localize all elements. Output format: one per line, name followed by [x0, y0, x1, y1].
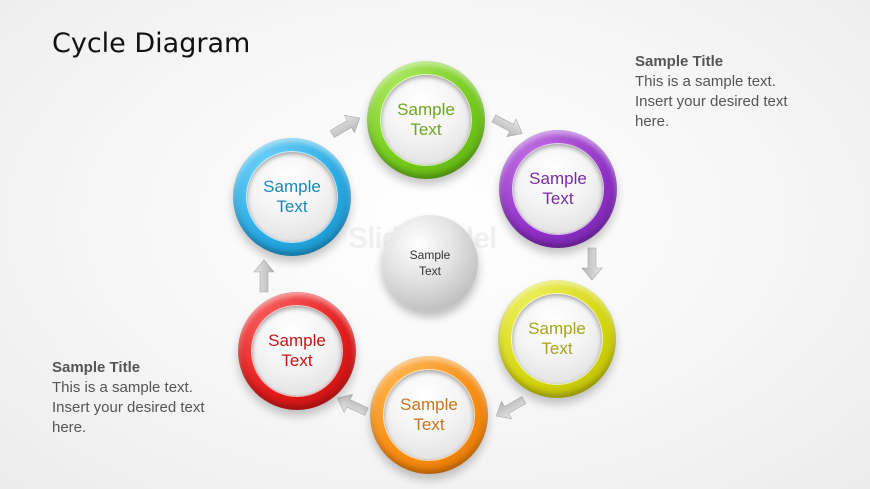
arrow-orange-to-red — [337, 393, 369, 416]
node-label: Sample Text — [528, 319, 586, 358]
cycle-node-green: Sample Text — [367, 61, 485, 179]
arrow-green-to-purple — [491, 114, 523, 138]
note-title: Sample Title — [52, 359, 141, 376]
note-top-right: Sample Title This is a sample text. Inse… — [635, 52, 810, 132]
node-label: Sample Text — [268, 331, 326, 370]
arrow-purple-to-yellow — [581, 247, 603, 281]
slide-title: Cycle Diagram — [52, 28, 251, 59]
note-body: This is a sample text. Insert your desir… — [635, 73, 788, 130]
note-body: This is a sample text. Insert your desir… — [52, 379, 205, 436]
node-label: Sample Text — [400, 395, 458, 434]
node-label: Sample Text — [263, 177, 321, 216]
cycle-node-purple: Sample Text — [499, 130, 617, 248]
cycle-node-yellow: Sample Text — [498, 280, 616, 398]
note-bottom-left: Sample Title This is a sample text. Inse… — [52, 358, 227, 438]
arrow-blue-to-green — [329, 114, 361, 138]
cycle-node-red: Sample Text — [238, 292, 356, 410]
center-label: Sample Text — [409, 248, 451, 278]
cycle-node-blue: Sample Text — [233, 138, 351, 256]
arrow-red-to-blue — [253, 259, 275, 293]
node-label: Sample Text — [397, 100, 455, 139]
center-sphere: Sample Text — [382, 215, 478, 311]
node-label: Sample Text — [529, 169, 587, 208]
cycle-node-orange: Sample Text — [370, 356, 488, 474]
arrow-yellow-to-orange — [495, 396, 527, 420]
note-title: Sample Title — [635, 53, 724, 70]
